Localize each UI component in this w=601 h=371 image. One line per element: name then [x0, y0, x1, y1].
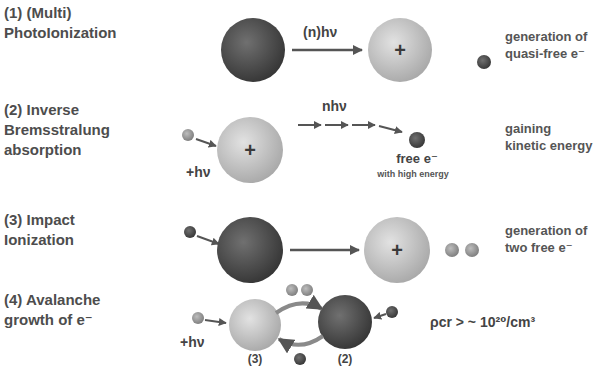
photon-label: nhν	[322, 98, 347, 115]
charge-sign: +	[394, 39, 406, 61]
ion-fill	[217, 117, 283, 183]
process-arrow	[292, 49, 362, 52]
charge-sign: +	[244, 139, 256, 161]
electron	[286, 284, 298, 296]
electron	[184, 226, 196, 238]
result-note: gaining kinetic energy	[505, 120, 595, 154]
electron	[386, 306, 398, 318]
ion-circle: +	[217, 117, 283, 183]
cycle-arrow	[276, 303, 322, 313]
process-heading: (1) (Multi) PhotoIonization	[4, 3, 129, 43]
process-heading: (3) Impact Ionization	[4, 210, 129, 250]
photon-arrow	[379, 126, 402, 132]
process-heading: (2) Inverse Bremsstralung absorption	[4, 100, 129, 160]
electron	[294, 353, 306, 365]
ion	[229, 299, 281, 351]
electron-arrow	[374, 314, 386, 318]
electron	[301, 284, 313, 296]
photon-arrow	[325, 124, 348, 126]
electron	[182, 129, 194, 141]
result-note: generation of quasi-free e⁻	[505, 28, 595, 62]
photon-label: +hν	[180, 334, 205, 351]
cycle-arrow	[279, 336, 323, 345]
neutral-atom	[318, 295, 372, 349]
ion-circle: +	[364, 217, 430, 283]
step-reference: (2)	[338, 352, 353, 366]
photon-label: +hν	[186, 164, 211, 181]
electron	[445, 243, 459, 257]
step-reference: (3)	[248, 352, 263, 366]
electron	[465, 243, 479, 257]
electron	[477, 55, 491, 69]
electron-arrow	[197, 236, 219, 244]
neutral-atom	[217, 217, 283, 283]
threshold-density: ρcr > ~ 10²⁰/cm³	[430, 314, 535, 331]
ion-fill	[368, 18, 432, 82]
charge-sign: +	[391, 239, 403, 261]
electron-note: with high energy	[377, 169, 449, 180]
photon-arrow	[298, 124, 321, 126]
process-heading: (4) Avalanche growth of e⁻	[4, 290, 129, 330]
photon-label: (n)hν	[303, 24, 337, 41]
result-note: generation of two free e⁻	[505, 222, 595, 256]
electron-label: free e⁻	[396, 151, 438, 167]
ion-fill	[364, 217, 430, 283]
electron	[192, 312, 204, 324]
electron-arrow	[205, 320, 226, 323]
photon-arrow	[352, 124, 375, 126]
process-arrow	[290, 249, 359, 252]
electron	[409, 132, 425, 148]
electron-arrow	[196, 139, 216, 146]
ion-circle: +	[368, 18, 432, 82]
neutral-atom	[221, 18, 285, 82]
